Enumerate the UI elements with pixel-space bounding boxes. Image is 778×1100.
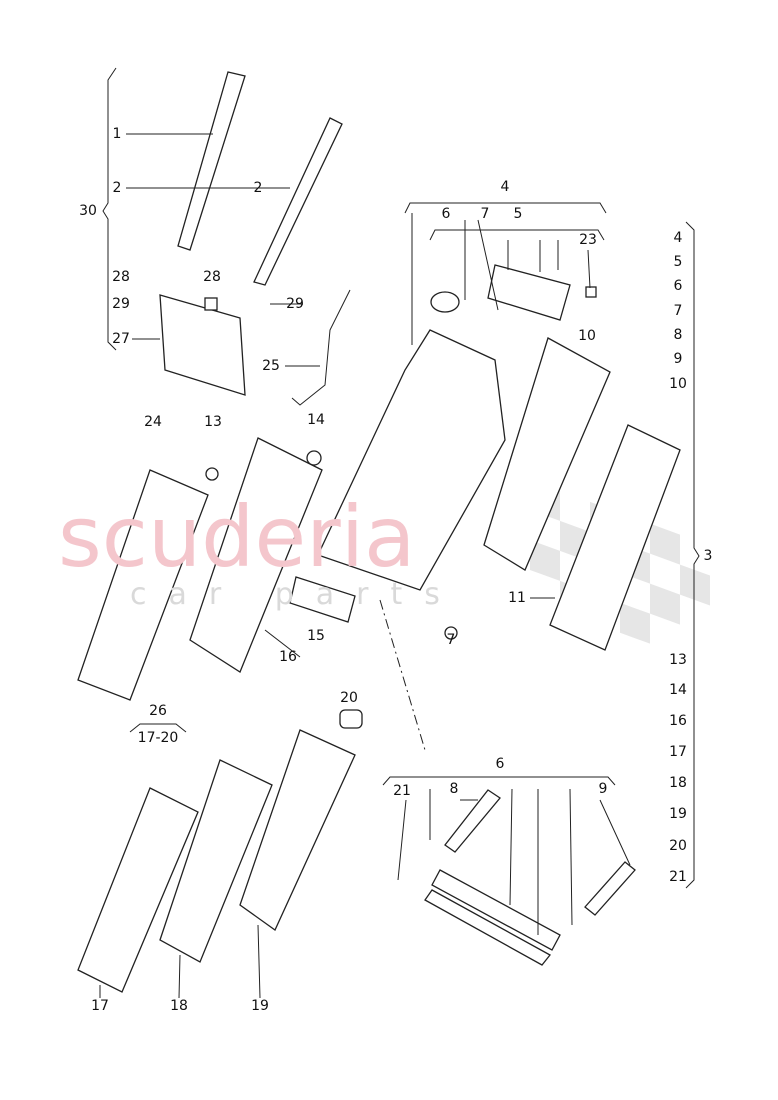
index-item-17: 17 xyxy=(669,744,687,760)
callout-14: 14 xyxy=(307,412,325,428)
part-5-latch xyxy=(487,264,571,321)
part-19-panel xyxy=(239,729,356,931)
index-item-6: 6 xyxy=(674,278,683,294)
index-item-5: 5 xyxy=(674,254,683,270)
part-1-trim xyxy=(177,71,246,251)
callout-7: 7 xyxy=(447,632,456,648)
callout-29: 29 xyxy=(286,296,304,312)
part-10-cover xyxy=(483,337,611,571)
group-brackets xyxy=(99,67,700,999)
callout-11: 11 xyxy=(508,590,526,606)
callout-28: 28 xyxy=(203,269,221,285)
part-7-nut xyxy=(444,626,458,640)
callout-17-20: 17-20 xyxy=(138,730,179,746)
index-item-7: 7 xyxy=(674,303,683,319)
callout-16: 16 xyxy=(279,649,297,665)
part-23-spring xyxy=(585,286,597,298)
callout-30: 30 xyxy=(79,203,97,219)
index-item-4: 4 xyxy=(674,230,683,246)
callout-15: 15 xyxy=(307,628,325,644)
right-column-index: 4 5 6 7 8 9 10 13 14 16 17 18 19 20 21 3 xyxy=(669,230,712,885)
callout-13: 13 xyxy=(204,414,222,430)
watermark-logo: scuderia car parts xyxy=(58,488,462,612)
group-label-3: 3 xyxy=(704,548,713,564)
callout-6: 6 xyxy=(442,206,451,222)
part-4-armrest-housing xyxy=(317,329,506,591)
callout-5: 5 xyxy=(514,206,523,222)
part-9-damper xyxy=(584,861,636,916)
callout-9: 9 xyxy=(599,781,608,797)
index-item-10: 10 xyxy=(669,376,687,392)
callout-6: 6 xyxy=(496,756,505,772)
callout-23: 23 xyxy=(579,232,597,248)
index-item-16: 16 xyxy=(669,713,687,729)
index-item-13: 13 xyxy=(669,652,687,668)
callout-29: 29 xyxy=(112,296,130,312)
callout-24: 24 xyxy=(144,414,162,430)
callout-19: 19 xyxy=(251,998,269,1014)
callout-2: 2 xyxy=(113,180,122,196)
index-item-18: 18 xyxy=(669,775,687,791)
hinge-rod xyxy=(424,889,551,966)
part-27-panel xyxy=(159,294,246,396)
index-item-21: 21 xyxy=(669,869,687,885)
hinge-rod xyxy=(431,869,561,951)
part-2-trim xyxy=(253,117,343,286)
callout-2: 2 xyxy=(254,180,263,196)
callout-7: 7 xyxy=(481,206,490,222)
callout-26: 26 xyxy=(149,703,167,719)
part-15-bracket xyxy=(289,576,356,623)
watermark-subtext: car parts xyxy=(130,577,462,612)
part-11-cover xyxy=(549,424,681,651)
callout-4: 4 xyxy=(501,179,510,195)
callout-8: 8 xyxy=(450,781,459,797)
part-20-grommet xyxy=(339,709,363,729)
callout-20: 20 xyxy=(340,690,358,706)
part-25-wire xyxy=(291,289,351,406)
callout-18: 18 xyxy=(170,998,188,1014)
callout-1: 1 xyxy=(113,126,122,142)
index-item-14: 14 xyxy=(669,682,687,698)
index-item-9: 9 xyxy=(674,351,683,367)
index-item-19: 19 xyxy=(669,806,687,822)
part-16-frame xyxy=(189,437,323,673)
watermark-text: scuderia xyxy=(58,488,416,586)
callout-21: 21 xyxy=(393,783,411,799)
parts-drawings xyxy=(77,71,681,993)
callout-28: 28 xyxy=(112,269,130,285)
callout-17: 17 xyxy=(91,998,109,1014)
callout-25: 25 xyxy=(262,358,280,374)
part-6-button xyxy=(430,291,460,313)
part-8-damper xyxy=(444,789,501,853)
callout-27: 27 xyxy=(112,331,130,347)
part-18-panel xyxy=(159,759,273,963)
part-14-nut xyxy=(306,450,322,466)
part-28-clip xyxy=(204,297,218,311)
part-24-panel xyxy=(77,469,209,701)
part-13-screw xyxy=(205,467,219,481)
index-item-8: 8 xyxy=(674,327,683,343)
index-item-20: 20 xyxy=(669,838,687,854)
callout-10: 10 xyxy=(578,328,596,344)
part-17-panel xyxy=(77,787,199,993)
centerline xyxy=(379,599,426,751)
